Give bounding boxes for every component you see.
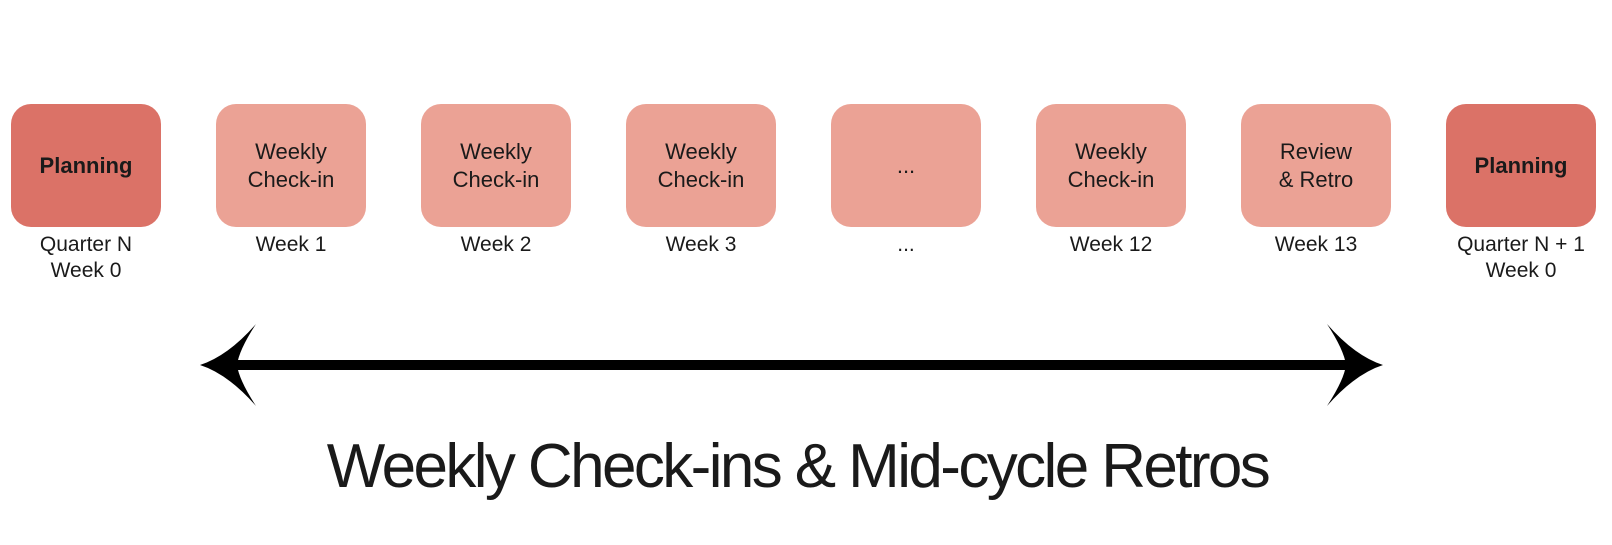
timeline-step-week-3: Weekly Check-in Week 3 bbox=[626, 104, 776, 284]
timeline-step-week-1: Weekly Check-in Week 1 bbox=[216, 104, 366, 284]
step-caption: Week 13 bbox=[1274, 233, 1358, 256]
step-caption: ... bbox=[897, 233, 915, 256]
step-caption: Week 2 bbox=[460, 233, 532, 256]
weekly-checkin-box: Weekly Check-in bbox=[421, 104, 571, 227]
timeline-row: Planning Quarter N Week 0 Weekly Check-i… bbox=[11, 104, 1596, 284]
review-retro-box: Review & Retro bbox=[1241, 104, 1391, 227]
weekly-checkin-box: Weekly Check-in bbox=[216, 104, 366, 227]
planning-box: Planning bbox=[11, 104, 161, 227]
double-headed-arrow-icon bbox=[200, 324, 1383, 406]
timeline-step-week-2: Weekly Check-in Week 2 bbox=[421, 104, 571, 284]
ellipsis-box: ... bbox=[831, 104, 981, 227]
step-caption: Week 12 bbox=[1069, 233, 1153, 256]
planning-box: Planning bbox=[1446, 104, 1596, 227]
timeline-step-planning-start: Planning Quarter N Week 0 bbox=[11, 104, 161, 284]
step-caption: Week 3 bbox=[665, 233, 737, 256]
diagram-title: Weekly Check-ins & Mid-cycle Retros bbox=[326, 432, 1271, 501]
step-caption: Quarter N Week 0 bbox=[39, 233, 133, 282]
timeline-step-week-12: Weekly Check-in Week 12 bbox=[1036, 104, 1186, 284]
timeline-step-week-13: Review & Retro Week 13 bbox=[1241, 104, 1391, 284]
step-caption: Week 1 bbox=[255, 233, 327, 256]
weekly-checkin-box: Weekly Check-in bbox=[1036, 104, 1186, 227]
timeline-step-planning-next: Planning Quarter N + 1 Week 0 bbox=[1446, 104, 1596, 284]
step-caption: Quarter N + 1 Week 0 bbox=[1457, 233, 1585, 282]
timeline-step-ellipsis: ... ... bbox=[831, 104, 981, 284]
weekly-checkin-box: Weekly Check-in bbox=[626, 104, 776, 227]
